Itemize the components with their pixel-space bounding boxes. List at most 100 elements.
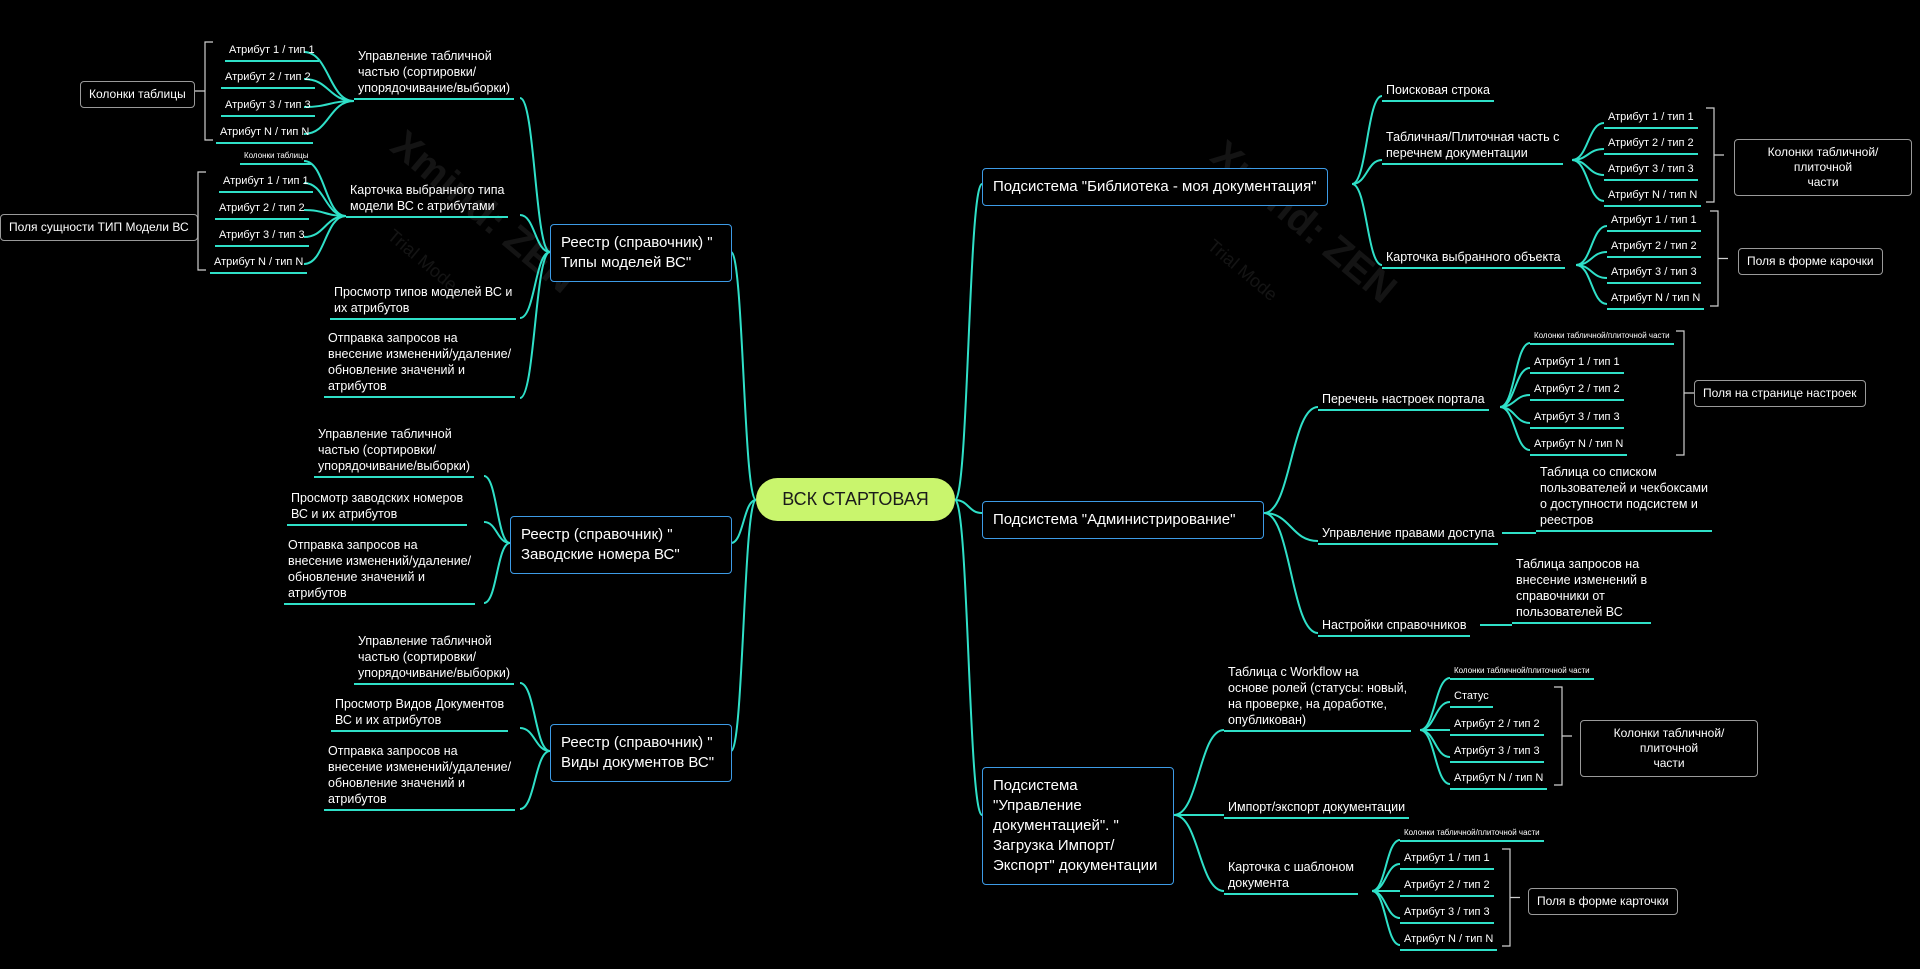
attr-library-card-n[interactable]: Атрибут N / тип N bbox=[1607, 290, 1705, 310]
bracket-docs-workflow bbox=[1554, 686, 1572, 786]
connector-docs-sub bbox=[1173, 814, 1225, 892]
connector-library-card-attr bbox=[1575, 264, 1608, 305]
subtopic-doctypes-table-mgmt[interactable]: Управление табличной частью (сортировки/… bbox=[354, 633, 515, 685]
attr-docs-workflow-n[interactable]: Атрибут N / тип N bbox=[1450, 770, 1548, 790]
connector-serials-sub bbox=[483, 521, 511, 544]
attr-admin-settings-2[interactable]: Атрибут 2 / тип 2 bbox=[1530, 381, 1624, 401]
attr-library-card-3[interactable]: Атрибут 3 / тип 3 bbox=[1607, 264, 1701, 284]
bracket-library-card bbox=[1710, 210, 1728, 307]
legend-admin-settings: Поля на странице настроек bbox=[1694, 380, 1866, 407]
connector-types-sub bbox=[519, 251, 551, 399]
attr-types-table-3[interactable]: Атрибут 3 / тип 3 bbox=[221, 97, 315, 117]
connector-docs-template-attr bbox=[1371, 890, 1401, 946]
connector-root-admin bbox=[954, 499, 983, 514]
detail-admin-dicts: Таблица запросов на внесение изменений в… bbox=[1512, 556, 1652, 624]
subtopic-admin-settings[interactable]: Перечень настроек портала bbox=[1318, 391, 1489, 411]
attr-types-table-1[interactable]: Атрибут 1 / тип 1 bbox=[225, 42, 319, 62]
connector-root-library bbox=[954, 183, 983, 501]
attr-docs-workflow-2[interactable]: Атрибут 2 / тип 2 bbox=[1450, 716, 1544, 736]
attr-docs-workflow-1[interactable]: Статус bbox=[1450, 688, 1493, 708]
connector-admin-sub bbox=[1263, 512, 1319, 542]
subtopic-library-search[interactable]: Поисковая строка bbox=[1382, 82, 1494, 102]
topic-library[interactable]: Подсистема "Библиотека - моя документаци… bbox=[982, 168, 1328, 206]
connector-doctypes-sub bbox=[519, 727, 551, 752]
connector-docs-template-attr bbox=[1371, 890, 1401, 919]
label-docs-template-columns: Колонки табличной/плиточной части bbox=[1400, 828, 1544, 842]
subtopic-library-table[interactable]: Табличная/Плиточная часть с перечнем док… bbox=[1382, 129, 1564, 165]
topic-docs[interactable]: Подсистема "Управление документацией". "… bbox=[982, 767, 1174, 885]
connector-library-sub bbox=[1351, 183, 1383, 266]
attr-library-card-1[interactable]: Атрибут 1 / тип 1 bbox=[1607, 212, 1701, 232]
subtopic-serials-requests[interactable]: Отправка запросов на внесение изменений/… bbox=[284, 537, 476, 605]
subtopic-types-table-mgmt[interactable]: Управление табличной частью (сортировки/… bbox=[354, 48, 515, 100]
attr-docs-template-3[interactable]: Атрибут 3 / тип 3 bbox=[1400, 904, 1494, 924]
subtopic-serials-table-mgmt[interactable]: Управление табличной частью (сортировки/… bbox=[314, 426, 475, 478]
connector-root-docs bbox=[954, 499, 983, 816]
connector-root-types bbox=[730, 251, 757, 501]
attr-types-card-n[interactable]: Атрибут N / тип N bbox=[210, 254, 308, 274]
root-topic[interactable]: ВСК СТАРТОВАЯ bbox=[756, 478, 955, 521]
connector-library-sub bbox=[1351, 95, 1383, 185]
topic-admin[interactable]: Подсистема "Администрирование" bbox=[982, 501, 1264, 539]
attr-docs-workflow-3[interactable]: Атрибут 3 / тип 3 bbox=[1450, 743, 1544, 763]
legend-library-table: Колонки табличной/плиточной части bbox=[1734, 139, 1912, 196]
connector-root-serials bbox=[730, 499, 757, 544]
attr-types-card-3[interactable]: Атрибут 3 / тип 3 bbox=[215, 227, 309, 247]
attr-types-card-2[interactable]: Атрибут 2 / тип 2 bbox=[215, 200, 309, 220]
connector-serials-sub bbox=[483, 475, 511, 544]
subtopic-admin-dicts[interactable]: Настройки справочников bbox=[1318, 617, 1471, 637]
bracket-library-table bbox=[1706, 107, 1724, 203]
topic-types-registry[interactable]: Реестр (справочник) " Типы моделей ВС" bbox=[550, 224, 732, 282]
bracket-types-table bbox=[195, 41, 213, 141]
connector-doctypes-sub bbox=[519, 682, 551, 752]
legend-docs-template: Поля в форме карточки bbox=[1528, 888, 1678, 915]
subtopic-library-card[interactable]: Карточка выбранного объекта bbox=[1382, 249, 1565, 269]
connector-types-table-attr bbox=[303, 100, 355, 135]
bracket-admin-settings bbox=[1676, 330, 1694, 456]
subtopic-admin-access[interactable]: Управление правами доступа bbox=[1318, 525, 1499, 545]
connector-docs-workflow-attr bbox=[1419, 729, 1451, 758]
subtopic-docs-import[interactable]: Импорт/экспорт документации bbox=[1224, 799, 1410, 819]
attr-types-table-2[interactable]: Атрибут 2 / тип 2 bbox=[221, 69, 315, 89]
attr-library-table-3[interactable]: Атрибут 3 / тип 3 bbox=[1604, 161, 1698, 181]
connector-admin-settings-attr bbox=[1499, 342, 1531, 408]
topic-doctypes-registry[interactable]: Реестр (справочник) " Виды документов ВС… bbox=[550, 724, 732, 782]
subtopic-doctypes-view[interactable]: Просмотр Видов Документов ВС и их атрибу… bbox=[331, 696, 509, 732]
topic-serials-registry[interactable]: Реестр (справочник) " Заводские номера В… bbox=[510, 516, 732, 574]
connector-types-card-attr bbox=[303, 215, 347, 265]
subtopic-types-requests[interactable]: Отправка запросов на внесение изменений/… bbox=[324, 330, 516, 398]
attr-docs-template-2[interactable]: Атрибут 2 / тип 2 bbox=[1400, 877, 1494, 897]
connector-admin-settings-attr bbox=[1499, 406, 1531, 451]
legend-docs-workflow: Колонки табличной/плиточной части bbox=[1580, 720, 1758, 777]
attr-library-table-1[interactable]: Атрибут 1 / тип 1 bbox=[1604, 109, 1698, 129]
connector-admin-sub bbox=[1263, 512, 1319, 634]
attr-docs-template-n[interactable]: Атрибут N / тип N bbox=[1400, 931, 1498, 951]
attr-types-card-1[interactable]: Атрибут 1 / тип 1 bbox=[219, 173, 313, 193]
attr-library-table-2[interactable]: Атрибут 2 / тип 2 bbox=[1604, 135, 1698, 155]
detail-admin-access: Таблица со списком пользователей и чекбо… bbox=[1536, 464, 1712, 532]
attr-types-table-n[interactable]: Атрибут N / тип N bbox=[216, 124, 314, 144]
attr-library-card-2[interactable]: Атрибут 2 / тип 2 bbox=[1607, 238, 1701, 258]
bracket-docs-template bbox=[1502, 848, 1520, 947]
label-docs-workflow-columns: Колонки табличной/плиточной части bbox=[1450, 666, 1594, 680]
attr-docs-template-1[interactable]: Атрибут 1 / тип 1 bbox=[1400, 850, 1494, 870]
subtopic-doctypes-requests[interactable]: Отправка запросов на внесение изменений/… bbox=[324, 743, 516, 811]
connector-serials-sub bbox=[483, 542, 511, 604]
subtopic-types-view[interactable]: Просмотр типов моделей ВС и их атрибутов bbox=[330, 284, 517, 320]
connector-types-sub bbox=[519, 97, 551, 253]
attr-admin-settings-n[interactable]: Атрибут N / тип N bbox=[1530, 436, 1628, 456]
connector-types-card-attr bbox=[303, 215, 347, 238]
attr-admin-settings-3[interactable]: Атрибут 3 / тип 3 bbox=[1530, 409, 1624, 429]
connector-admin-sub bbox=[1263, 406, 1319, 514]
subtopic-docs-workflow[interactable]: Таблица с Workflow на основе ролей (стат… bbox=[1224, 664, 1412, 732]
connector-docs-workflow-attr bbox=[1419, 729, 1451, 785]
attr-library-table-n[interactable]: Атрибут N / тип N bbox=[1604, 187, 1702, 207]
legend-types-card: Поля сущности ТИП Модели ВС bbox=[0, 214, 198, 241]
subtopic-docs-template[interactable]: Карточка с шаблоном документа bbox=[1224, 859, 1358, 895]
subtopic-types-card[interactable]: Карточка выбранного типа модели ВС с атр… bbox=[346, 182, 509, 218]
attr-admin-settings-1[interactable]: Атрибут 1 / тип 1 bbox=[1530, 354, 1624, 374]
connector-library-sub bbox=[1351, 159, 1383, 185]
connector-library-table-attr bbox=[1571, 159, 1605, 202]
subtopic-serials-view[interactable]: Просмотр заводских номеров ВС и их атриб… bbox=[287, 490, 468, 526]
